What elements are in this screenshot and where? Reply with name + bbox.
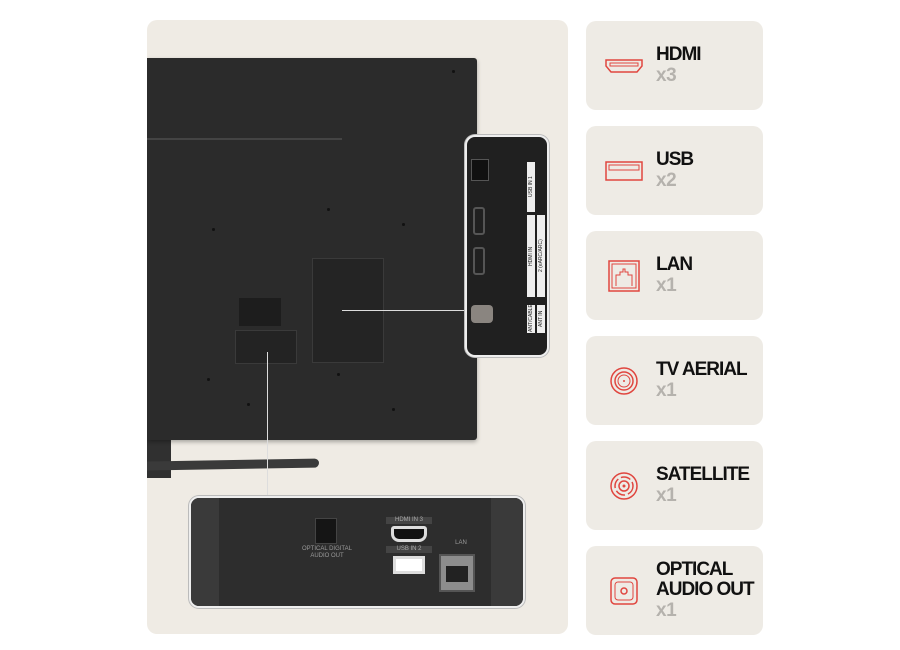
ant-cable-label: ANT/CABLE bbox=[527, 304, 535, 333]
port-name: USB bbox=[656, 148, 694, 170]
lan-label: LAN bbox=[455, 540, 467, 546]
port-count: x1 bbox=[656, 484, 677, 506]
tv-back-panel bbox=[147, 58, 477, 440]
hdmi-in-label: HDMI IN bbox=[527, 215, 535, 297]
side-ports-inset: USB IN 1 HDMI IN 2 (eARC/ARC) ANT/CABLE … bbox=[465, 135, 549, 357]
port-count: x1 bbox=[656, 274, 677, 296]
port-name: LAN bbox=[656, 253, 693, 275]
bottom-ports-inset: OPTICAL DIGITAL AUDIO OUT HDMI IN 3 USB … bbox=[189, 496, 525, 608]
port-name: TV AERIAL bbox=[656, 358, 748, 380]
hdmi-in-3-label: HDMI IN 3 bbox=[386, 517, 432, 524]
port-name: SATELLITE bbox=[656, 463, 750, 485]
port-count: x2 bbox=[656, 169, 677, 191]
lan-port-icon bbox=[604, 256, 644, 296]
tv-stand-base bbox=[147, 458, 319, 471]
optical-port-icon bbox=[604, 571, 644, 611]
optical-label: OPTICAL DIGITAL AUDIO OUT bbox=[301, 546, 352, 559]
tv-rear-image: USB IN 1 HDMI IN 2 (eARC/ARC) ANT/CABLE … bbox=[147, 20, 568, 634]
port-count: x1 bbox=[656, 599, 677, 621]
ant-in-label: ANT IN bbox=[537, 305, 545, 333]
usb-port-icon bbox=[604, 151, 644, 191]
port-count: x1 bbox=[656, 379, 677, 401]
satellite-port-icon bbox=[604, 466, 644, 506]
port-name: HDMI bbox=[656, 43, 702, 65]
usb-in-2-label: USB IN 2 bbox=[386, 546, 432, 553]
hdmi-arc-label: 2 (eARC/ARC) bbox=[537, 215, 545, 297]
usb-in-1-label: USB IN 1 bbox=[527, 162, 535, 212]
hdmi-port-icon bbox=[604, 46, 644, 86]
port-count: x3 bbox=[656, 64, 677, 86]
aerial-port-icon bbox=[604, 361, 644, 401]
port-name: OPTICAL AUDIO OUT bbox=[656, 558, 755, 600]
